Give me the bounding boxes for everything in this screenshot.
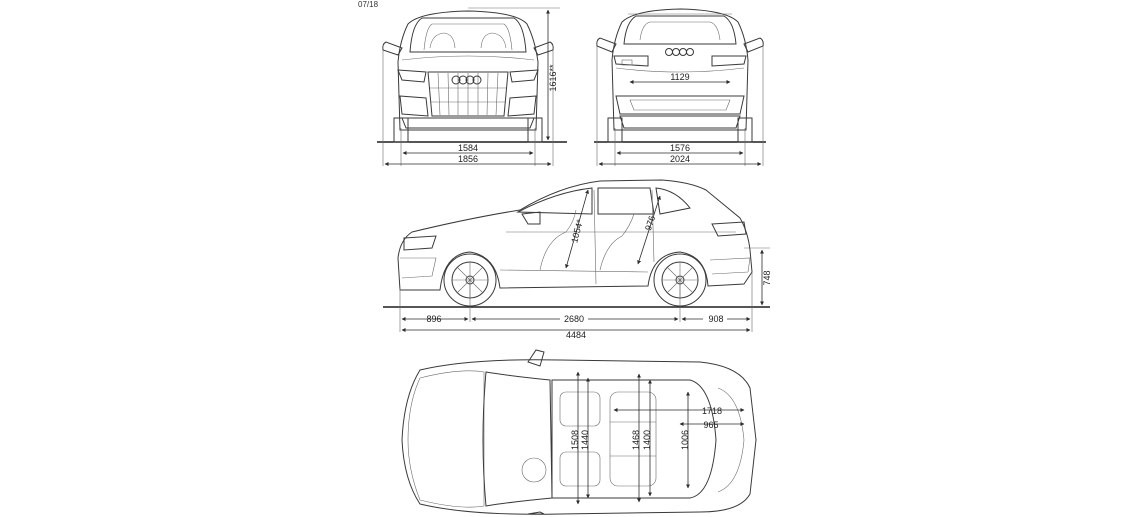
side-view: 1054* 976 748 896 2680 908 4484 [383,179,772,340]
width-with-mirrors-label: 2024 [670,154,690,164]
load-sill-height-label: 748 [762,270,772,285]
rear-shoulder-room-label: 1468 [631,430,641,450]
front-view: 1584 1856 1616** [377,7,567,166]
rear-track-label: 1576 [670,143,690,153]
cargo-length-folded-label: 1718 [702,406,722,416]
rear-elbow-room-label: 1400 [642,430,652,450]
rear-overhang-label: 908 [708,314,723,324]
rear-view: 1129 1576 2024 [594,8,766,166]
rear-headroom-label: 976 [643,214,657,231]
cargo-length-label: 965 [703,420,718,430]
vehicle-height-label: 1616** [548,64,558,92]
top-view: 1718 965 1508 1440 1468 1400 1006 [401,349,757,515]
document-code: 07/18 [358,0,379,9]
front-overhang-label: 896 [426,314,441,324]
vehicle-width-label: 1856 [458,154,478,164]
wheelhouse-width-label: 1006 [680,430,690,450]
wheelbase-label: 2680 [564,314,584,324]
front-shoulder-room-label: 1508 [570,430,580,450]
front-track-label: 1584 [458,143,478,153]
front-headroom-label: 1054* [569,218,585,244]
load-width-label: 1129 [670,72,689,82]
front-elbow-room-label: 1440 [580,430,590,450]
vehicle-length-label: 4484 [566,330,586,340]
